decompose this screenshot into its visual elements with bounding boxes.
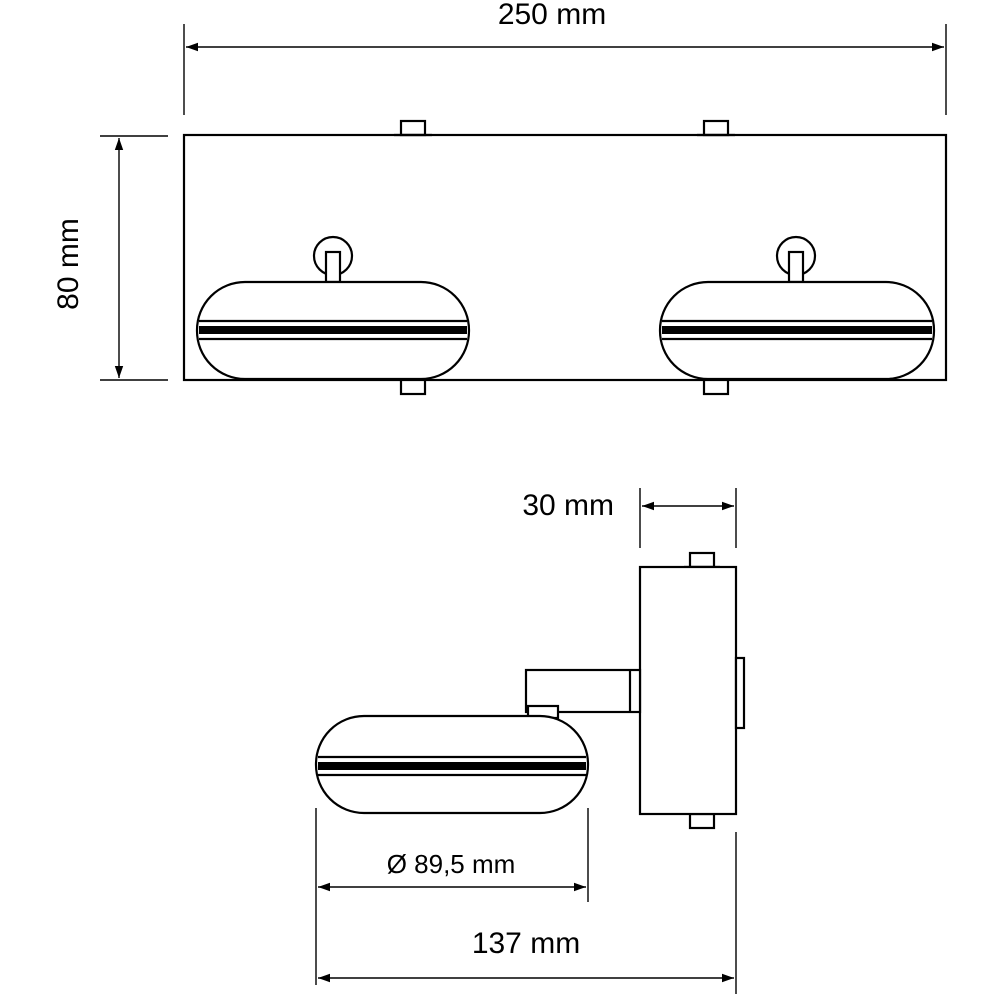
mounting-plate <box>182 133 948 382</box>
projection-dimension: 137 mm <box>318 832 737 994</box>
bottom-clip-left <box>399 378 427 396</box>
top-clip-left <box>394 119 432 137</box>
diameter-dimension-label: Ø 89,5 mm <box>387 849 516 879</box>
side-top-clip <box>684 551 720 569</box>
side-arm <box>524 668 642 720</box>
height-dimension: 80 mm <box>52 135 168 381</box>
side-plate-knob <box>734 656 746 730</box>
side-view: 30 mm Ø 89,5 <box>314 488 746 994</box>
width-dimension: 250 mm <box>183 0 947 115</box>
side-spotlight <box>314 714 590 815</box>
depth-dimension-label: 30 mm <box>522 489 614 522</box>
height-dimension-label: 80 mm <box>52 218 85 310</box>
top-clip-right <box>697 119 735 137</box>
depth-dimension: 30 mm <box>522 488 737 548</box>
side-plate <box>638 565 738 816</box>
front-view: 250 mm 80 mm <box>52 0 948 396</box>
spotlight-left <box>195 235 471 381</box>
projection-dimension-label: 137 mm <box>472 927 580 960</box>
width-dimension-label: 250 mm <box>498 0 606 31</box>
bottom-clip-right <box>702 378 730 396</box>
side-bottom-clip <box>688 812 716 830</box>
spotlight-right <box>658 235 936 381</box>
diameter-dimension: Ø 89,5 mm <box>315 808 589 985</box>
